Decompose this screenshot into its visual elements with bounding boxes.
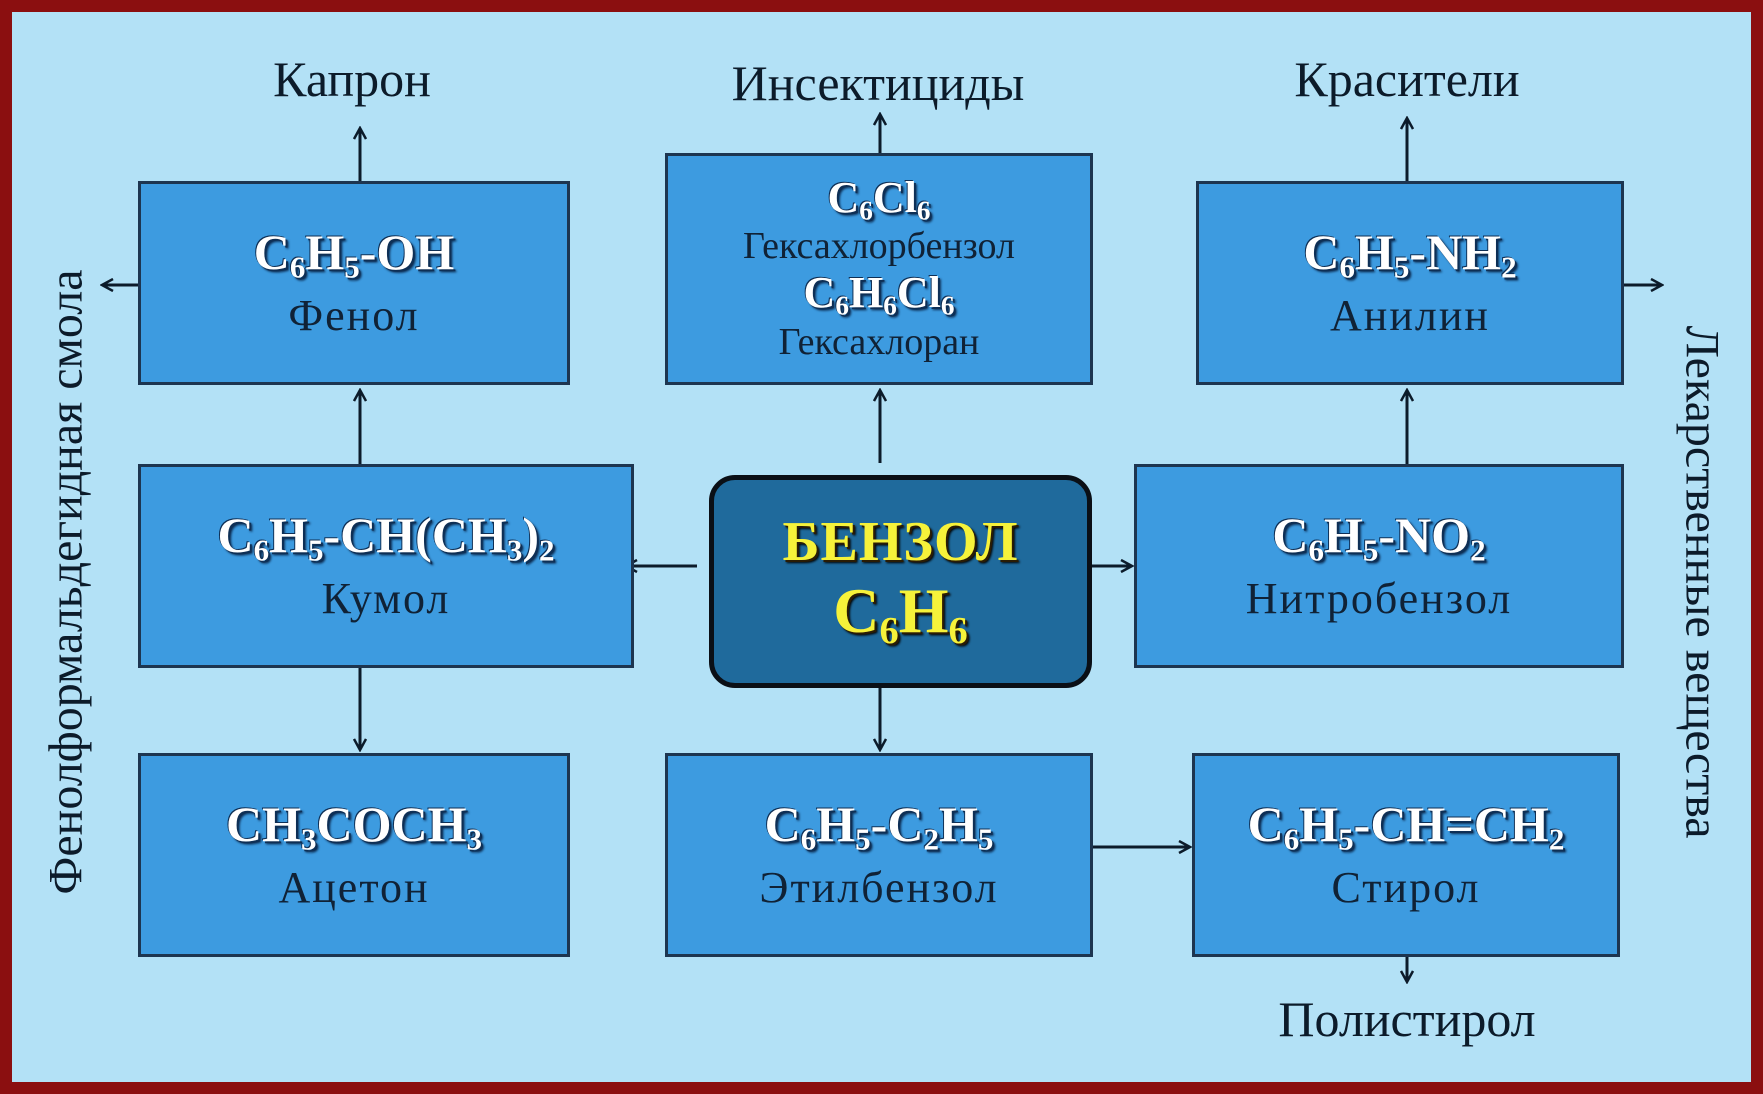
label-resin-vertical: Фенолформальдегидная смола — [39, 269, 93, 895]
formula-acetone: CH3COCH3 — [226, 795, 482, 857]
formula-styrene: C6H5-CH=CH2 — [1247, 795, 1565, 857]
benzene-title: БЕНЗОЛ — [782, 511, 1019, 574]
name-hexachlorane: Гексахлоран — [778, 320, 980, 363]
name-ethylbenzene: Этилбензол — [759, 862, 999, 912]
name-hexachlorobenzene: Гексахлорбензол — [743, 225, 1015, 268]
formula-hexachlorobenzene: C6Cl6 — [827, 172, 931, 226]
box-benzene: БЕНЗОЛ C6H6 — [709, 475, 1092, 688]
label-insecticides: Инсектициды — [731, 55, 1025, 111]
name-cumene: Кумол — [321, 573, 451, 623]
label-kapron: Капрон — [273, 51, 431, 107]
box-ethylbenzene: C6H5-C2H5 Этилбензол — [665, 753, 1093, 957]
diagram-canvas: Капрон Инсектициды Красители Полистирол … — [12, 12, 1751, 1082]
formula-phenol: C6H5-OH — [253, 223, 455, 285]
box-aniline: C6H5-NH2 Анилин — [1196, 181, 1624, 385]
name-phenol: Фенол — [288, 290, 420, 340]
name-nitrobenzene: Нитробензол — [1245, 573, 1513, 623]
box-styrene: C6H5-CH=CH2 Стирол — [1192, 753, 1620, 957]
arrow-layer — [12, 12, 1751, 1082]
name-acetone: Ацетон — [278, 862, 430, 912]
formula-aniline: C6H5-NH2 — [1303, 223, 1517, 285]
box-cumene: C6H5-CH(CH3)2 Кумол — [138, 464, 634, 668]
box-nitrobenzene: C6H5-NO2 Нитробензол — [1134, 464, 1624, 668]
label-drugs-vertical: Лекарственные вещества — [1675, 325, 1729, 839]
box-acetone: CH3COCH3 Ацетон — [138, 753, 570, 957]
label-dyes: Красители — [1294, 51, 1520, 107]
name-aniline: Анилин — [1330, 290, 1490, 340]
box-hexachloro: C6Cl6 Гексахлорбензол C6H6Cl6 Гексахлора… — [665, 153, 1093, 385]
label-polystyrene: Полистирол — [1278, 991, 1536, 1047]
formula-nitrobenzene: C6H5-NO2 — [1272, 506, 1486, 568]
box-phenol: C6H5-OH Фенол — [138, 181, 570, 385]
formula-cumene: C6H5-CH(CH3)2 — [217, 506, 555, 568]
benzene-formula: C6H6 — [833, 575, 968, 652]
formula-ethylbenzene: C6H5-C2H5 — [764, 795, 994, 857]
formula-hexachlorane: C6H6Cl6 — [803, 268, 955, 321]
name-styrene: Стирол — [1331, 862, 1481, 912]
